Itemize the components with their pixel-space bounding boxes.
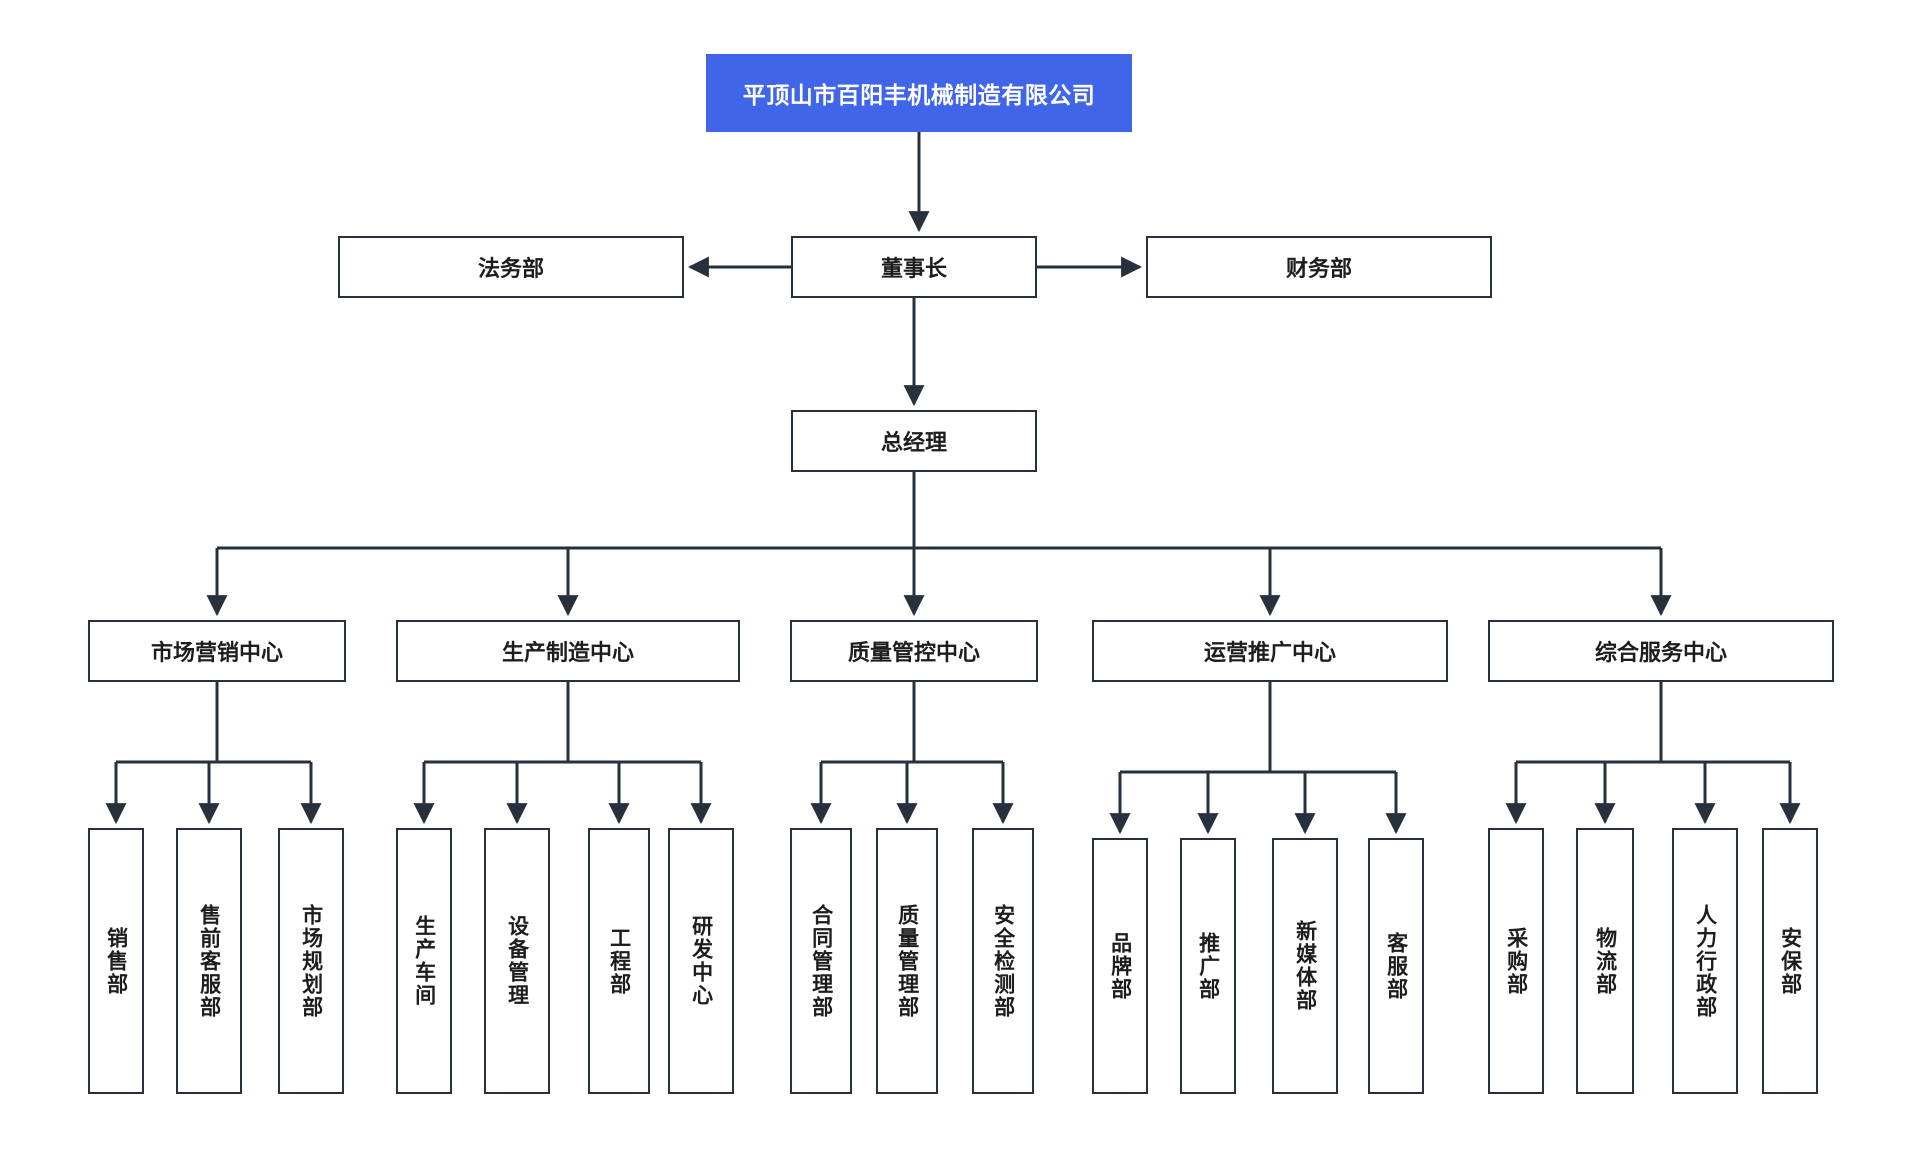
node-label: 售前客服部	[197, 903, 221, 1019]
node-label: 生产车间	[412, 915, 436, 1007]
node-label: 销售部	[104, 926, 128, 996]
node-label: 人力行政部	[1693, 903, 1717, 1019]
node-label: 综合服务中心	[1594, 640, 1727, 665]
node-department-4-2[interactable]: 推广部	[1180, 838, 1236, 1094]
node-label: 总经理	[880, 430, 947, 455]
node-legal-department[interactable]: 法务部	[338, 236, 684, 298]
node-center-5[interactable]: 综合服务中心	[1488, 620, 1834, 682]
node-label: 品牌部	[1108, 931, 1132, 1001]
node-label: 物流部	[1593, 926, 1617, 996]
node-department-1-3[interactable]: 市场规划部	[278, 828, 344, 1094]
node-center-4[interactable]: 运营推广中心	[1092, 620, 1448, 682]
node-department-3-3[interactable]: 安全检测部	[972, 828, 1034, 1094]
node-label: 工程部	[607, 926, 631, 996]
node-department-4-1[interactable]: 品牌部	[1092, 838, 1148, 1094]
node-label: 安保部	[1778, 926, 1802, 996]
node-department-5-4[interactable]: 安保部	[1762, 828, 1818, 1094]
node-department-4-4[interactable]: 客服部	[1368, 838, 1424, 1094]
node-label: 董事长	[880, 256, 947, 281]
node-center-2[interactable]: 生产制造中心	[396, 620, 740, 682]
node-label: 采购部	[1504, 926, 1528, 996]
node-label: 生产制造中心	[501, 640, 634, 665]
node-department-2-2[interactable]: 设备管理	[484, 828, 550, 1094]
node-label: 运营推广中心	[1203, 640, 1336, 665]
node-center-3[interactable]: 质量管控中心	[790, 620, 1038, 682]
node-department-3-2[interactable]: 质量管理部	[876, 828, 938, 1094]
node-label: 合同管理部	[809, 903, 833, 1019]
node-department-1-1[interactable]: 销售部	[88, 828, 144, 1094]
node-label: 质量管理部	[895, 903, 919, 1019]
node-label: 市场规划部	[299, 903, 323, 1019]
node-department-5-3[interactable]: 人力行政部	[1672, 828, 1738, 1094]
node-label: 研发中心	[689, 915, 713, 1007]
node-department-3-1[interactable]: 合同管理部	[790, 828, 852, 1094]
node-department-2-4[interactable]: 研发中心	[668, 828, 734, 1094]
node-department-2-1[interactable]: 生产车间	[396, 828, 452, 1094]
node-finance-department[interactable]: 财务部	[1146, 236, 1492, 298]
node-center-1[interactable]: 市场营销中心	[88, 620, 346, 682]
node-label: 新媒体部	[1293, 920, 1317, 1012]
node-label: 客服部	[1384, 931, 1408, 1001]
node-department-2-3[interactable]: 工程部	[588, 828, 650, 1094]
node-label: 平顶山市百阳丰机械制造有限公司	[742, 82, 1096, 108]
node-department-5-2[interactable]: 物流部	[1576, 828, 1634, 1094]
node-chairman[interactable]: 董事长	[791, 236, 1037, 298]
node-label: 安全检测部	[991, 903, 1015, 1019]
node-label: 财务部	[1285, 256, 1352, 281]
node-label: 推广部	[1196, 931, 1220, 1001]
node-label: 设备管理	[505, 915, 529, 1007]
node-department-1-2[interactable]: 售前客服部	[176, 828, 242, 1094]
node-label: 法务部	[477, 256, 544, 281]
node-label: 质量管控中心	[847, 640, 980, 665]
node-department-5-1[interactable]: 采购部	[1488, 828, 1544, 1094]
node-department-4-3[interactable]: 新媒体部	[1272, 838, 1338, 1094]
node-general-manager[interactable]: 总经理	[791, 410, 1037, 472]
node-label: 市场营销中心	[150, 640, 283, 665]
node-company-root[interactable]: 平顶山市百阳丰机械制造有限公司	[706, 54, 1132, 132]
